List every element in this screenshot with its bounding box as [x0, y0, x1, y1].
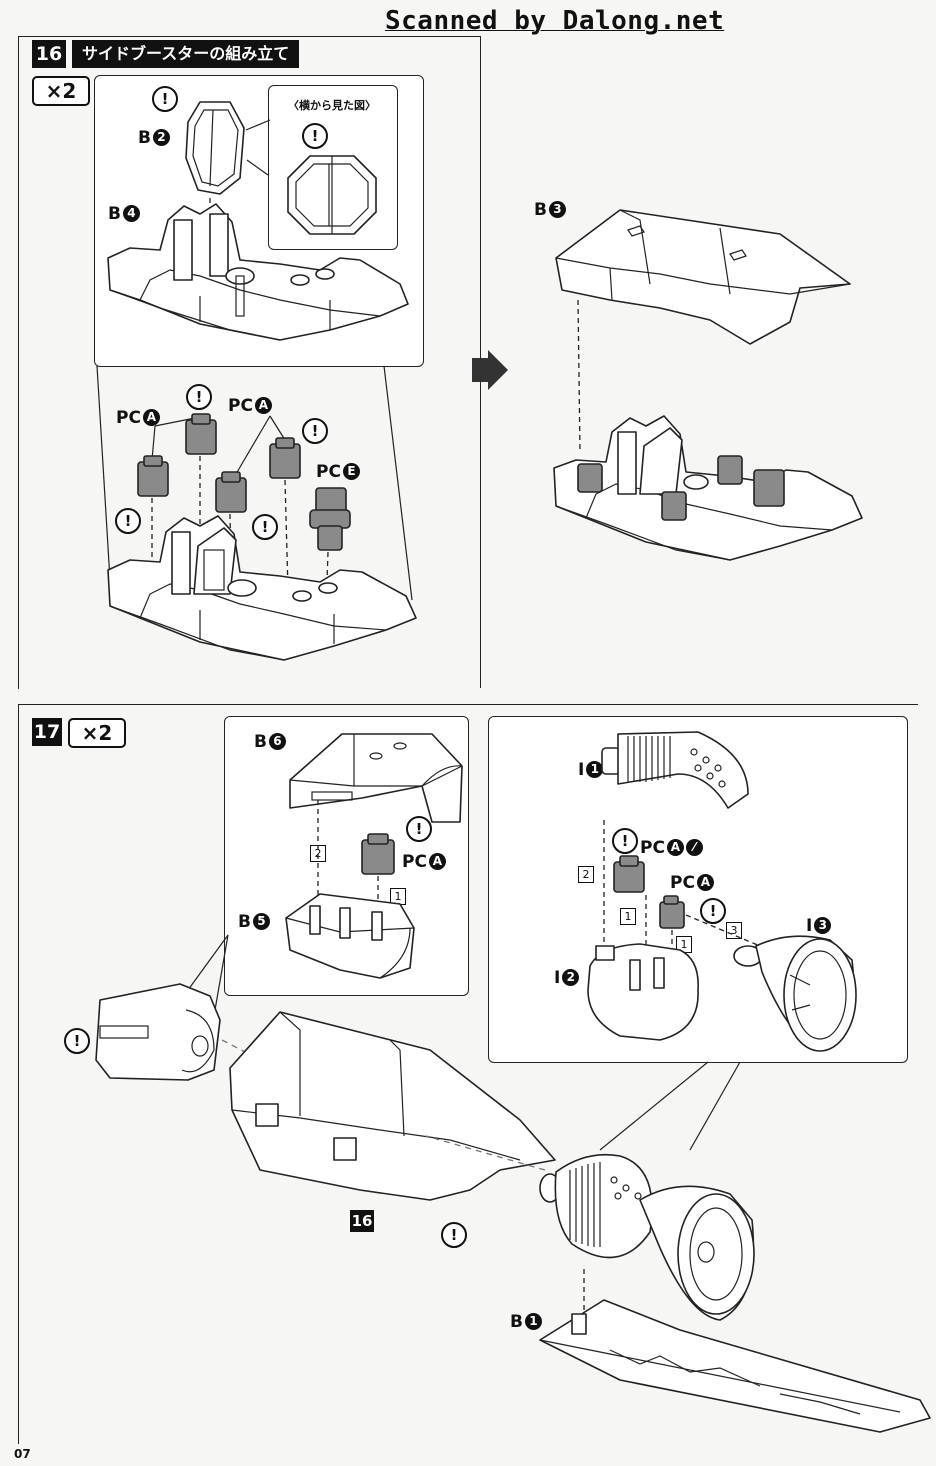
caution-icon: ! [152, 86, 178, 112]
sequence-marker: 1 [620, 908, 636, 925]
step17-number: 17 [32, 718, 62, 746]
step16-title: サイドブースターの組み立て [72, 40, 300, 68]
caution-icon: ! [64, 1028, 90, 1054]
caution-icon: ! [441, 1222, 467, 1248]
side-view-drawing [287, 155, 377, 235]
leader-line [96, 365, 413, 601]
caution-icon: ! [186, 384, 212, 410]
reference-step-badge: 16 [350, 1210, 374, 1232]
caution-icon: ! [612, 828, 638, 854]
sequence-marker: 3 [726, 922, 742, 939]
caution-icon: ! [406, 816, 432, 842]
caution-icon: ! [115, 508, 141, 534]
hull-lower-drawing [107, 515, 417, 661]
part-i1-drawing [601, 731, 749, 809]
part-b3-cover-drawing [555, 209, 851, 345]
side-view-caption: 〈横から見た図〉 [288, 99, 376, 112]
part-b4-drawing [107, 203, 409, 341]
step17-multiplier: ×2 [68, 718, 126, 748]
part-b6-drawing [289, 733, 463, 823]
pc-parts-drawing [137, 413, 351, 631]
sequence-marker: 2 [578, 866, 594, 883]
hull-assembled-drawing [553, 415, 863, 561]
caution-icon: ! [252, 514, 278, 540]
section-divider [18, 704, 918, 705]
caution-icon: ! [302, 418, 328, 444]
assembly-guide-line [577, 299, 581, 453]
slash-mark-icon: ⁄ [685, 839, 703, 856]
page-number: 07 [14, 1447, 31, 1461]
step17-left-border [18, 704, 19, 1444]
caution-icon: ! [700, 898, 726, 924]
scanner-watermark: Scanned by Dalong.net [385, 6, 725, 36]
caution-icon: ! [302, 123, 328, 149]
sequence-marker: 1 [390, 888, 406, 905]
step16-left-panel [18, 36, 480, 689]
next-arrow-icon [472, 350, 508, 390]
step16-number: 16 [32, 40, 66, 68]
part-b5-drawing [285, 893, 415, 979]
step16-multiplier: ×2 [32, 76, 90, 106]
part-b2-drawing [185, 101, 245, 195]
